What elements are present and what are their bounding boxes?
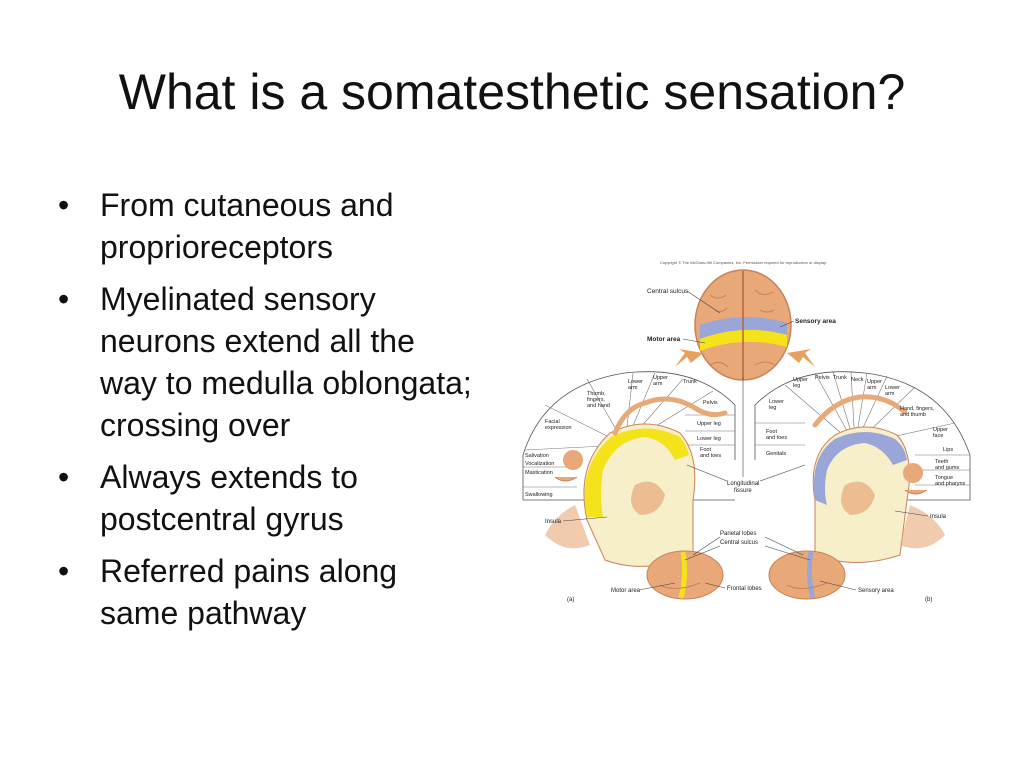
label-lower-arm-1: Lower xyxy=(628,379,643,385)
label-r-teeth-2: and gums xyxy=(935,465,959,471)
label-r-hand-1: Hand, fingers, xyxy=(900,406,935,412)
panel-b-label: (b) xyxy=(925,597,932,603)
label-r-lower-arm-1: Lower xyxy=(885,385,900,391)
label-r-lower-arm-2: arm xyxy=(885,391,895,397)
sensory-homunculus xyxy=(754,371,971,563)
label-upper-arm-1: Upper xyxy=(653,375,668,381)
label-r-lips: Lips xyxy=(943,447,953,453)
motor-labels: Thumb, fingers, and hand Lower arm Upper… xyxy=(525,375,721,498)
bullet-text: Referred pains along same pathway xyxy=(100,553,398,631)
bullet-glyph: • xyxy=(58,187,70,223)
bullet-item: • Myelinated sensory neurons extend all t… xyxy=(58,278,478,446)
homunculus-diagram: Copyright © The McGraw-Hill Companies, I… xyxy=(522,260,971,603)
label-r-upper-leg-1: Upper xyxy=(793,377,808,383)
bullet-item: • Referred pains along same pathway xyxy=(58,550,478,634)
parietal-lobes-label: Parietal lobes xyxy=(720,531,756,537)
label-r-upper-face-1: Upper xyxy=(933,427,948,433)
label-lower-arm-2: arm xyxy=(628,385,638,391)
panel-a-label: (a) xyxy=(567,597,574,603)
small-brain-right xyxy=(768,550,846,600)
longitudinal-label-1: Longitudinal xyxy=(727,481,759,487)
label-thumb-3: and hand xyxy=(587,403,610,409)
label-r-genitals: Genitals xyxy=(766,451,786,457)
bullet-glyph: • xyxy=(58,281,70,317)
label-r-upper-arm-1: Upper xyxy=(867,379,882,385)
bullet-glyph: • xyxy=(58,459,70,495)
label-upper-arm-2: arm xyxy=(653,381,663,387)
frontal-lobes-label: Frontal lobes xyxy=(727,586,762,592)
central-sulcus-label: Central sulcus xyxy=(647,288,689,295)
sensory-area-label: Sensory area xyxy=(795,318,836,325)
motor-area-label: Motor area xyxy=(647,336,681,343)
bullet-list: • From cutaneous and proprioreceptors • My… xyxy=(58,184,478,644)
label-lower-leg: Lower leg xyxy=(697,436,721,442)
label-r-foot-1: Foot xyxy=(766,429,777,435)
insula-right-label: Insula xyxy=(930,514,947,520)
bullet-text: Always extends to postcentral gyrus xyxy=(100,459,358,537)
label-r-hand-2: and thumb xyxy=(900,412,926,418)
top-brain xyxy=(694,269,792,381)
central-sulcus-small-label: Central sulcus xyxy=(720,540,758,546)
motor-homunculus xyxy=(522,371,736,567)
label-mastication: Mastication xyxy=(525,470,553,476)
label-thumb-1: Thumb, xyxy=(587,391,606,397)
insula-left-label: Insula xyxy=(545,519,562,525)
label-facial-2: expression xyxy=(545,425,572,431)
label-r-tongue-2: and pharynx xyxy=(935,481,966,487)
label-r-tongue-1: Tongue xyxy=(935,475,953,481)
homunculus-figure: Copyright © The McGraw-Hill Companies, I… xyxy=(515,255,975,605)
label-foot-2: and toes xyxy=(700,453,721,459)
copyright-text: Copyright © The McGraw-Hill Companies, I… xyxy=(660,260,827,265)
left-arrow xyxy=(675,349,703,367)
label-pelvis: Pelvis xyxy=(703,400,718,406)
sensory-area-small-label: Sensory area xyxy=(858,588,894,594)
label-r-upper-leg-2: leg xyxy=(793,383,800,389)
slide-title: What is a somatesthetic sensation? xyxy=(118,64,906,120)
label-r-trunk: Trunk xyxy=(833,375,847,381)
label-facial-1: Facial xyxy=(545,419,560,425)
label-thumb-2: fingers, xyxy=(587,397,606,403)
longitudinal-label-2: fissure xyxy=(734,488,752,494)
label-salivation: Salivation xyxy=(525,453,549,459)
sensory-labels: Upper leg Pelvis Trunk Neck Upper arm Lo… xyxy=(766,375,966,487)
label-r-pelvis: Pelvis xyxy=(815,375,830,381)
bullet-glyph: • xyxy=(58,553,70,589)
label-vocalization: Vocalization xyxy=(525,461,554,467)
label-foot-1: Foot xyxy=(700,447,711,453)
label-r-lower-leg-2: leg xyxy=(769,405,776,411)
label-r-lower-leg-1: Lower xyxy=(769,399,784,405)
label-swallowing: Swallowing xyxy=(525,492,553,498)
right-arrow xyxy=(787,349,815,367)
bullet-item: • Always extends to postcentral gyrus xyxy=(58,456,478,540)
label-r-teeth-1: Teeth xyxy=(935,459,948,465)
label-r-neck: Neck xyxy=(851,377,864,383)
bullet-text: From cutaneous and proprioreceptors xyxy=(100,187,394,265)
label-r-upper-arm-2: arm xyxy=(867,385,877,391)
motor-area-small-label: Motor area xyxy=(611,588,641,594)
small-brain-left xyxy=(646,550,724,600)
bullet-item: • From cutaneous and proprioreceptors xyxy=(58,184,478,268)
label-trunk: Trunk xyxy=(683,379,697,385)
label-upper-leg: Upper leg xyxy=(697,421,721,427)
bullet-text: Myelinated sensory neurons extend all th… xyxy=(100,281,472,443)
label-r-upper-face-2: face xyxy=(933,433,943,439)
label-r-foot-2: and toes xyxy=(766,435,787,441)
